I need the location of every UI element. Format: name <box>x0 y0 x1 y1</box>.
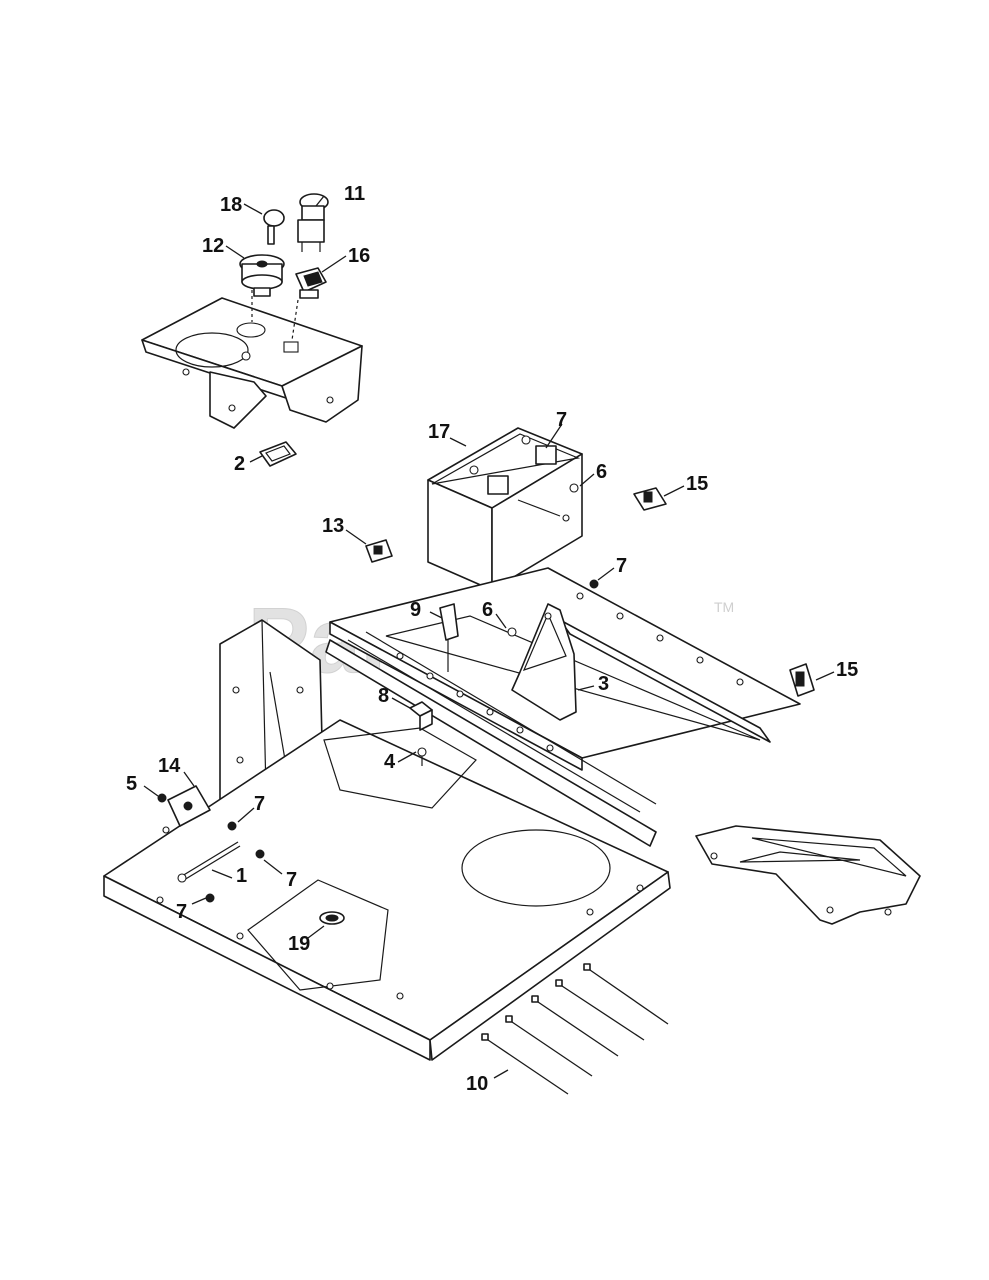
part-connector-13[interactable] <box>365 539 393 563</box>
callout-7-bracket: 7 <box>254 793 265 815</box>
callout-7-rail: 7 <box>616 555 627 577</box>
callout-7-lower: 7 <box>176 901 187 923</box>
part-battery[interactable] <box>427 427 583 591</box>
part-mount-bracket[interactable] <box>162 785 211 834</box>
dash-panel[interactable] <box>141 290 363 429</box>
part-ignition-switch[interactable] <box>239 254 285 297</box>
callout-8: 8 <box>378 685 389 707</box>
callout-labels: 18 11 12 16 2 17 7 6 15 13 7 9 6 15 8 3 … <box>126 183 858 1095</box>
part-nut-7-rail[interactable] <box>589 579 599 589</box>
part-screw-4[interactable] <box>417 747 427 766</box>
callout-18: 18 <box>220 194 242 216</box>
part-nut-7-b[interactable] <box>255 849 265 859</box>
callout-4: 4 <box>384 751 396 773</box>
callout-15-upper: 15 <box>686 473 708 495</box>
callout-17: 17 <box>428 421 450 443</box>
callout-7-battery: 7 <box>556 409 567 431</box>
part-key[interactable] <box>263 209 285 245</box>
callout-10: 10 <box>466 1073 488 1095</box>
callout-1: 1 <box>236 865 247 887</box>
part-nut-7-c[interactable] <box>205 893 215 903</box>
callout-14: 14 <box>158 755 181 777</box>
part-bezel[interactable] <box>259 441 297 467</box>
part-bolt-6-lower[interactable] <box>507 627 517 637</box>
callout-6-lower: 6 <box>482 599 493 621</box>
part-battery-strap[interactable] <box>439 603 459 672</box>
callout-2: 2 <box>234 453 245 475</box>
callout-3: 3 <box>598 673 609 695</box>
callout-11: 11 <box>344 183 365 205</box>
main-frame[interactable] <box>103 719 671 1061</box>
part-connector-15-lower[interactable] <box>789 663 815 697</box>
callout-5: 5 <box>126 773 137 795</box>
watermark-trademark: TM <box>714 599 734 615</box>
part-nut-8[interactable] <box>409 701 433 731</box>
callout-19: 19 <box>288 933 310 955</box>
callout-7-frame: 7 <box>286 869 297 891</box>
part-rocker-switch[interactable] <box>295 267 327 299</box>
part-cable-ties[interactable] <box>481 963 669 1095</box>
part-connector-15-upper[interactable] <box>633 487 667 511</box>
part-nut-7-a[interactable] <box>227 821 237 831</box>
part-pto-switch[interactable] <box>297 193 329 252</box>
callout-6-battery: 6 <box>596 461 607 483</box>
part-grommet[interactable] <box>319 911 345 925</box>
callout-13: 13 <box>322 515 344 537</box>
callout-9: 9 <box>410 599 421 621</box>
part-bolt-5[interactable] <box>157 793 167 803</box>
part-rod[interactable] <box>177 841 241 883</box>
right-side-cover[interactable] <box>695 825 921 925</box>
callout-leaders <box>143 195 835 1079</box>
part-battery-bracket[interactable] <box>511 603 577 721</box>
callout-16: 16 <box>348 245 370 267</box>
callout-15-lower: 15 <box>836 659 858 681</box>
callout-12: 12 <box>202 235 224 257</box>
